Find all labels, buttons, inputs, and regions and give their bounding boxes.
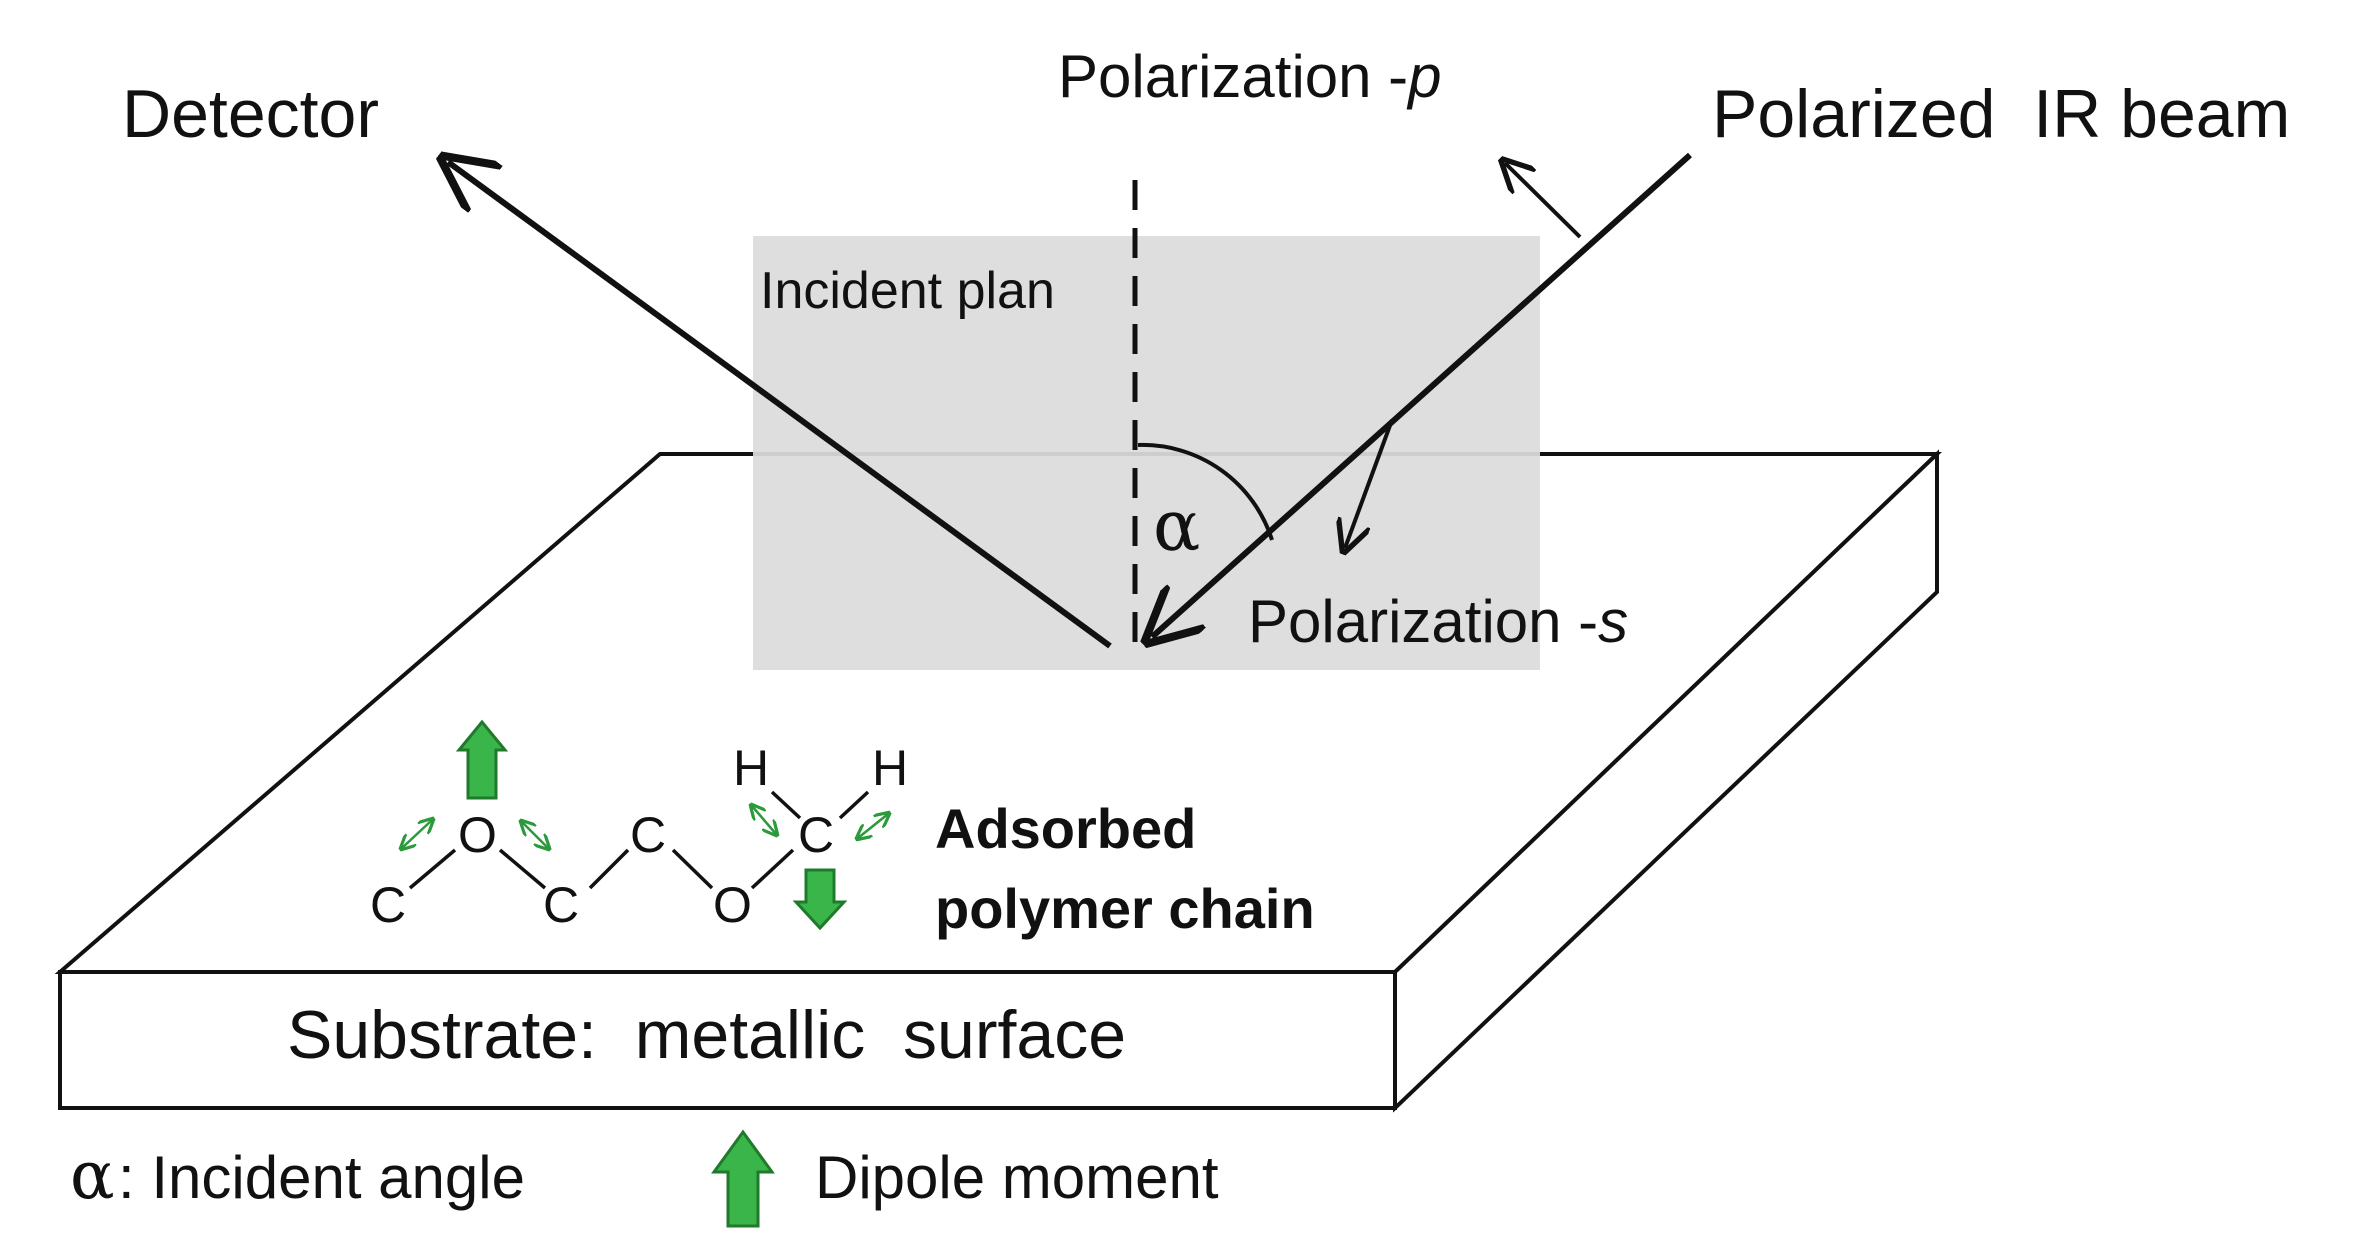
bond-c1-o1 — [408, 848, 457, 890]
substrate-label: Substrate: metallic surface — [287, 997, 1126, 1073]
adsorbed-label-line2: polymer chain — [935, 877, 1315, 940]
substrate-side-face — [1393, 449, 1939, 1113]
vibration-arrow-2 — [522, 822, 548, 848]
polarized-beam-label: Polarized IR beam — [1712, 76, 2290, 152]
bond-o2-c4 — [750, 848, 795, 890]
vibration-arrow-3 — [752, 806, 776, 834]
incident-angle-arc — [1137, 442, 1274, 541]
polymer-chain: C O C C O C H H — [370, 719, 908, 933]
legend-alpha-symbol: α — [70, 1137, 115, 1214]
substrate-front-face — [58, 970, 1397, 1110]
incident-beam-arrow — [1152, 152, 1693, 637]
bond-c3-o2 — [671, 848, 714, 890]
bond-o1-c2 — [498, 848, 547, 890]
dipole-arrow-up — [455, 719, 509, 800]
polarization-s-label: Polarization -s — [1248, 588, 1628, 655]
polarization-p-arrow — [1505, 163, 1582, 239]
legend-dipole-arrow — [711, 1129, 775, 1228]
polarization-p-prefix: Polarization - — [1058, 43, 1408, 110]
atom-h1: H — [733, 740, 769, 796]
atom-c4: C — [798, 807, 834, 863]
polarization-s-letter: s — [1598, 588, 1628, 655]
atom-c2: C — [543, 877, 579, 933]
bond-c4-h2 — [838, 790, 870, 820]
reflected-beam-arrow — [448, 162, 1112, 649]
atom-o1: O — [458, 807, 497, 863]
polarization-p-label: Polarization -p — [1058, 43, 1442, 110]
alpha-label: α — [1153, 485, 1200, 567]
polarization-s-arrow — [1345, 419, 1394, 548]
vibration-arrow-4 — [858, 814, 888, 838]
dipole-arrow-down — [792, 868, 848, 931]
adsorbed-label-line1: Adsorbed — [935, 797, 1196, 860]
vibration-arrow-1 — [402, 820, 432, 848]
bond-c2-c3 — [588, 848, 630, 890]
bond-h1-c4 — [770, 790, 802, 820]
atom-o2: O — [713, 877, 752, 933]
atom-c1: C — [370, 877, 406, 933]
detector-label: Detector — [122, 76, 379, 152]
legend-alpha-text: : Incident angle — [118, 1144, 525, 1211]
incident-plan-label: Incident plan — [760, 262, 1055, 320]
polarization-s-prefix: Polarization - — [1248, 588, 1598, 655]
polarization-p-letter: p — [1406, 43, 1441, 110]
legend: α : Incident angle Dipole moment — [70, 1129, 1219, 1228]
atom-c3: C — [630, 807, 666, 863]
atom-h2: H — [872, 740, 908, 796]
legend-dipole-text: Dipole moment — [815, 1144, 1219, 1211]
